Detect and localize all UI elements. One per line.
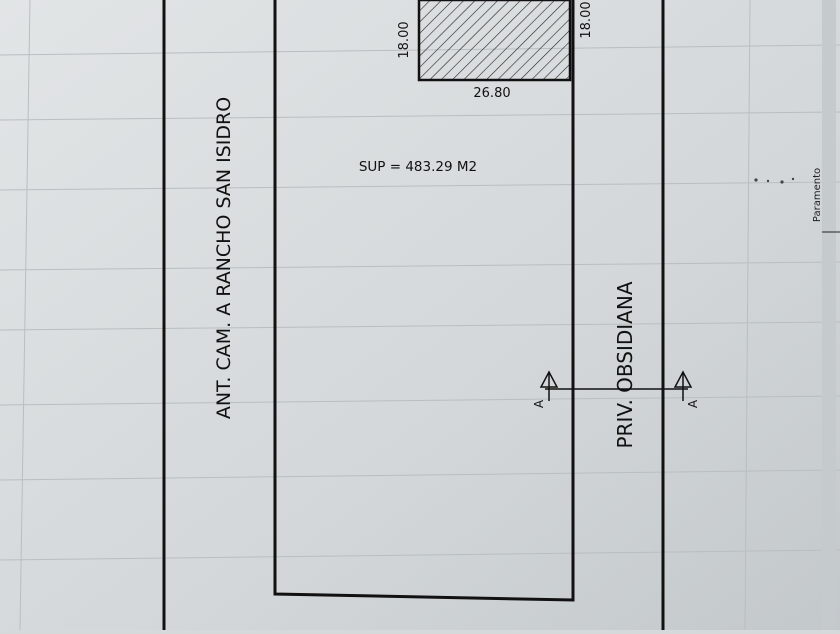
- built-area-hatch: [417, 0, 572, 82]
- side-note-label: Paramento: [812, 168, 823, 222]
- lot-boundary: [273, 0, 575, 602]
- section-marker-left: A: [532, 370, 559, 408]
- stray-ink-marks: [754, 177, 795, 184]
- road-west-label: ANT. CAM. A RANCHO SAN ISIDRO: [213, 97, 235, 419]
- section-marker-right-label: A: [686, 399, 700, 408]
- road-east-label: PRIV. OBSIDIANA: [613, 281, 637, 448]
- dimension-bottom: 26.80: [473, 86, 510, 101]
- section-marker-right: A: [673, 370, 700, 408]
- section-marker-left-label: A: [532, 399, 546, 408]
- dimension-left: 18.00: [397, 21, 412, 58]
- dimension-right: 18.00: [579, 1, 594, 38]
- surface-label: SUP = 483.29 M2: [359, 159, 477, 175]
